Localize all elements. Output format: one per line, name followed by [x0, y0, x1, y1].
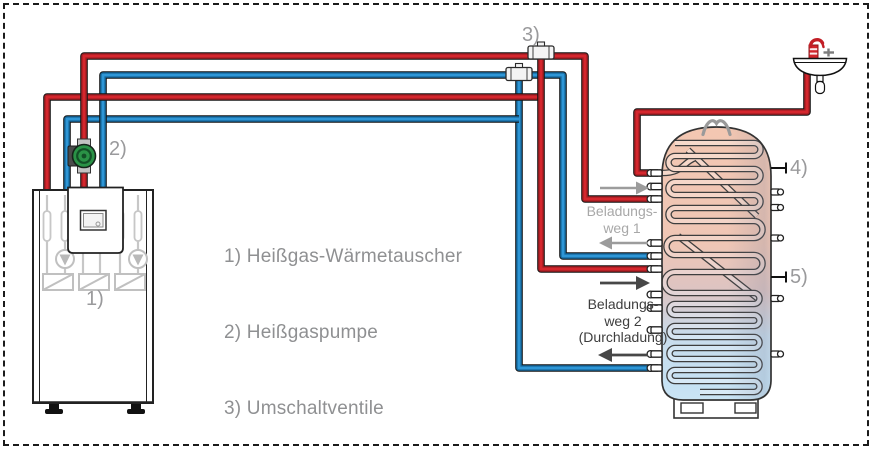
label-pump: 2)	[109, 138, 127, 160]
loading-path-1-arrow-in	[600, 181, 649, 195]
loading-path-1-arrow-out	[599, 236, 648, 250]
unit-display	[83, 213, 104, 228]
drain-trap-icon	[816, 74, 824, 83]
temperature-sensor-middle-icon	[771, 271, 787, 283]
pump-icon	[67, 138, 97, 174]
washbasin-icon	[792, 38, 848, 95]
label-heat-exchanger: 1)	[86, 288, 104, 310]
legend-item-1: 1) Heißgas-Wärmetauscher	[224, 245, 463, 267]
legend: 1) Heißgas-Wärmetauscher 2) Heißgaspumpe…	[224, 193, 462, 449]
tank-ports-left	[646, 168, 663, 373]
temperature-sensor-top-icon	[771, 162, 787, 174]
tank-lifting-lug-icon	[701, 119, 732, 137]
label-sensor-top: 4)	[790, 157, 808, 179]
loading-path-2-arrow-in	[600, 276, 650, 290]
unit-control-box	[67, 186, 124, 254]
storage-tank	[661, 119, 772, 419]
loading-path-2-arrow-out	[598, 348, 648, 362]
label-sensor-middle: 5)	[790, 266, 808, 288]
loading-path-1-label: Beladungs- weg 1	[586, 203, 658, 236]
loading-path-2-label: Beladungs- weg 2 (Durchladung)	[578, 296, 668, 345]
tank-ports-right	[770, 188, 785, 358]
switching-valve-cold-icon	[505, 62, 533, 82]
unit-feet	[45, 404, 145, 414]
tank-coil	[662, 127, 771, 400]
legend-item-2: 2) Heißgaspumpe	[224, 322, 379, 344]
legend-item-3: 3) Umschaltventile	[224, 398, 384, 420]
switching-valve-hot-icon	[527, 41, 555, 60]
label-valves: 3)	[522, 24, 540, 46]
heat-pump-unit	[32, 186, 154, 414]
unit-internal-scheme	[42, 195, 148, 291]
